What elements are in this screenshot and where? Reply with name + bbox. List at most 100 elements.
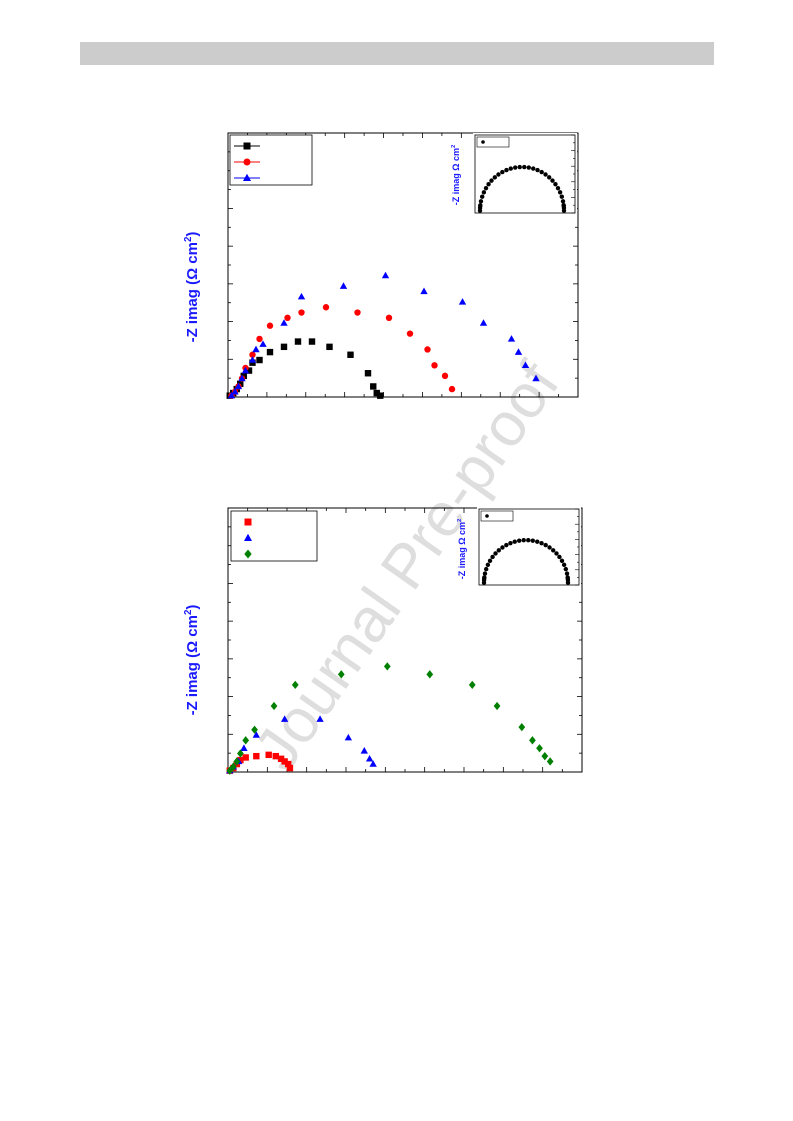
chart-2-inset-legend-marker bbox=[485, 514, 489, 518]
chart-2-legend-marker bbox=[243, 533, 253, 541]
chart-1-data-point bbox=[458, 298, 467, 305]
chart-2-inset-data-point bbox=[483, 566, 489, 572]
chart-1-inset-frame bbox=[474, 134, 576, 214]
chart-1-inset-data-point bbox=[543, 172, 548, 177]
chart-1-data-point bbox=[256, 356, 263, 364]
chart-1-inset-data-point bbox=[531, 166, 536, 171]
chart-2-data-point bbox=[365, 754, 374, 762]
chart-1-inset-ticks bbox=[571, 134, 575, 214]
chart-1-inset-data-point bbox=[526, 165, 531, 170]
chart-1-data-point bbox=[479, 319, 488, 326]
chart-1-legend-marker bbox=[243, 158, 251, 166]
chart-2-y-axis-label-text: -Z imag (Ω cm bbox=[184, 615, 201, 716]
chart-1-inset-data-point bbox=[550, 178, 555, 183]
chart-2-inset-data-point bbox=[482, 575, 487, 580]
chart-2-inset-data-point bbox=[485, 562, 491, 568]
chart-1-data-point bbox=[364, 370, 372, 377]
chart-1-data-point bbox=[514, 348, 523, 355]
chart-2-inset-data-point bbox=[508, 540, 513, 546]
chart-1-data-point bbox=[248, 356, 257, 363]
chart-2-data-point bbox=[383, 662, 391, 671]
chart-1-data-point bbox=[238, 374, 246, 382]
chart-2-legend-box bbox=[230, 510, 318, 562]
chart-2-inset-data-point bbox=[487, 558, 493, 563]
chart-1-data-point bbox=[406, 330, 414, 337]
chart-2-inset-data-point bbox=[512, 539, 517, 544]
chart-1-data-point bbox=[507, 335, 516, 342]
chart-1-series-3 bbox=[227, 271, 540, 399]
chart-1-data-point bbox=[241, 366, 250, 374]
chart-2-data-point bbox=[281, 758, 288, 765]
chart-2-data-point bbox=[518, 722, 526, 732]
chart-2-data-point bbox=[233, 757, 241, 766]
chart-1-legend-marker bbox=[243, 142, 251, 150]
chart-2-inset-data-point bbox=[535, 539, 540, 544]
chart-1-inset-data-point bbox=[478, 199, 484, 204]
chart-1-data-point bbox=[280, 343, 288, 351]
chart-1-inset-data-point bbox=[553, 182, 558, 187]
chart-1-inset-data-point bbox=[535, 167, 540, 173]
chart-2-data-point bbox=[229, 762, 237, 771]
chart-1-data-point bbox=[373, 389, 380, 397]
chart-2-inset-data-point bbox=[493, 551, 498, 556]
chart-1-data-point bbox=[354, 309, 361, 316]
chart-2-inset-y-axis-label-text: -Z imag Ω cm bbox=[457, 522, 467, 580]
chart-1-inset-data-point bbox=[483, 185, 489, 191]
chart-1-inset-data-point bbox=[559, 194, 565, 199]
chart-2-inset-data-point bbox=[543, 542, 548, 548]
chart-2-data-point bbox=[237, 756, 244, 764]
chart-2-inset-series bbox=[481, 538, 571, 585]
chart-2-inset-data-point bbox=[563, 566, 569, 572]
chart-1-data-point bbox=[377, 392, 384, 399]
chart-1-data-point bbox=[249, 351, 256, 358]
chart-1-data-point bbox=[532, 374, 540, 382]
chart-1-inset-data-point bbox=[492, 175, 498, 180]
chart-1-legend-marker bbox=[242, 173, 252, 181]
chart-2-inset-data-point bbox=[500, 545, 505, 550]
chart-1-inset-data-point bbox=[481, 190, 487, 195]
chart-1-data-point bbox=[431, 362, 438, 369]
chart-1-inset-data-point bbox=[517, 164, 522, 170]
chart-2-data-point bbox=[251, 725, 258, 734]
chart-1-inset-data-point bbox=[496, 172, 501, 177]
chart-2-data-point bbox=[541, 752, 549, 761]
chart-2-data-point bbox=[226, 766, 234, 775]
chart-2-data-point bbox=[493, 701, 501, 711]
chart-2-inset-data-point bbox=[530, 538, 535, 543]
chart-2-data-point bbox=[360, 747, 368, 754]
chart-2-inset-data-point bbox=[490, 554, 495, 560]
chart-1-inset-data-point bbox=[500, 169, 505, 175]
chart-1-data-point bbox=[347, 351, 354, 358]
chart-1-inset-data-point bbox=[486, 182, 491, 187]
chart-1-data-point bbox=[259, 340, 267, 347]
chart-1-data-point bbox=[424, 346, 431, 353]
chart-2-inset-data-point bbox=[547, 545, 552, 550]
chart-2-inset-data-point bbox=[504, 542, 509, 548]
chart-1-inset-data-point bbox=[557, 190, 563, 195]
chart-2-data-point bbox=[426, 670, 434, 679]
chart-2-inset-data-point bbox=[557, 554, 562, 560]
chart-1-data-point bbox=[231, 387, 239, 395]
chart-1-inset-data-point bbox=[513, 165, 518, 170]
chart-2-inset-data-point bbox=[496, 548, 502, 553]
chart-1-data-point bbox=[256, 335, 263, 343]
chart-1-inset-legend-marker bbox=[481, 140, 485, 144]
chart-1-data-point bbox=[297, 292, 306, 300]
chart-1-data-point bbox=[521, 361, 530, 369]
chart-1-data-point bbox=[280, 319, 288, 326]
chart-1-inset-data-point bbox=[561, 205, 567, 211]
chart-1-data-point bbox=[322, 304, 330, 311]
chart-2-data-point bbox=[284, 760, 292, 768]
chart-2-inset-data-point bbox=[561, 562, 567, 568]
chart-1-inset-data-point bbox=[504, 167, 509, 173]
chart-2-data-point bbox=[344, 733, 353, 741]
chart-2-inset-data-point bbox=[559, 558, 565, 563]
chart-2-data-point bbox=[242, 754, 249, 761]
chart-2-y-axis-label-sup: 2 bbox=[183, 609, 194, 616]
chart-2-inset-y-axis-label-sup: 2 bbox=[457, 518, 463, 523]
chart-2-series-3 bbox=[226, 662, 554, 775]
chart-2-inset-ticks bbox=[575, 508, 579, 586]
chart-2-legend-marker bbox=[244, 549, 252, 559]
chart-1-data-point bbox=[370, 383, 377, 390]
chart-1-inset-data-point bbox=[522, 164, 527, 170]
